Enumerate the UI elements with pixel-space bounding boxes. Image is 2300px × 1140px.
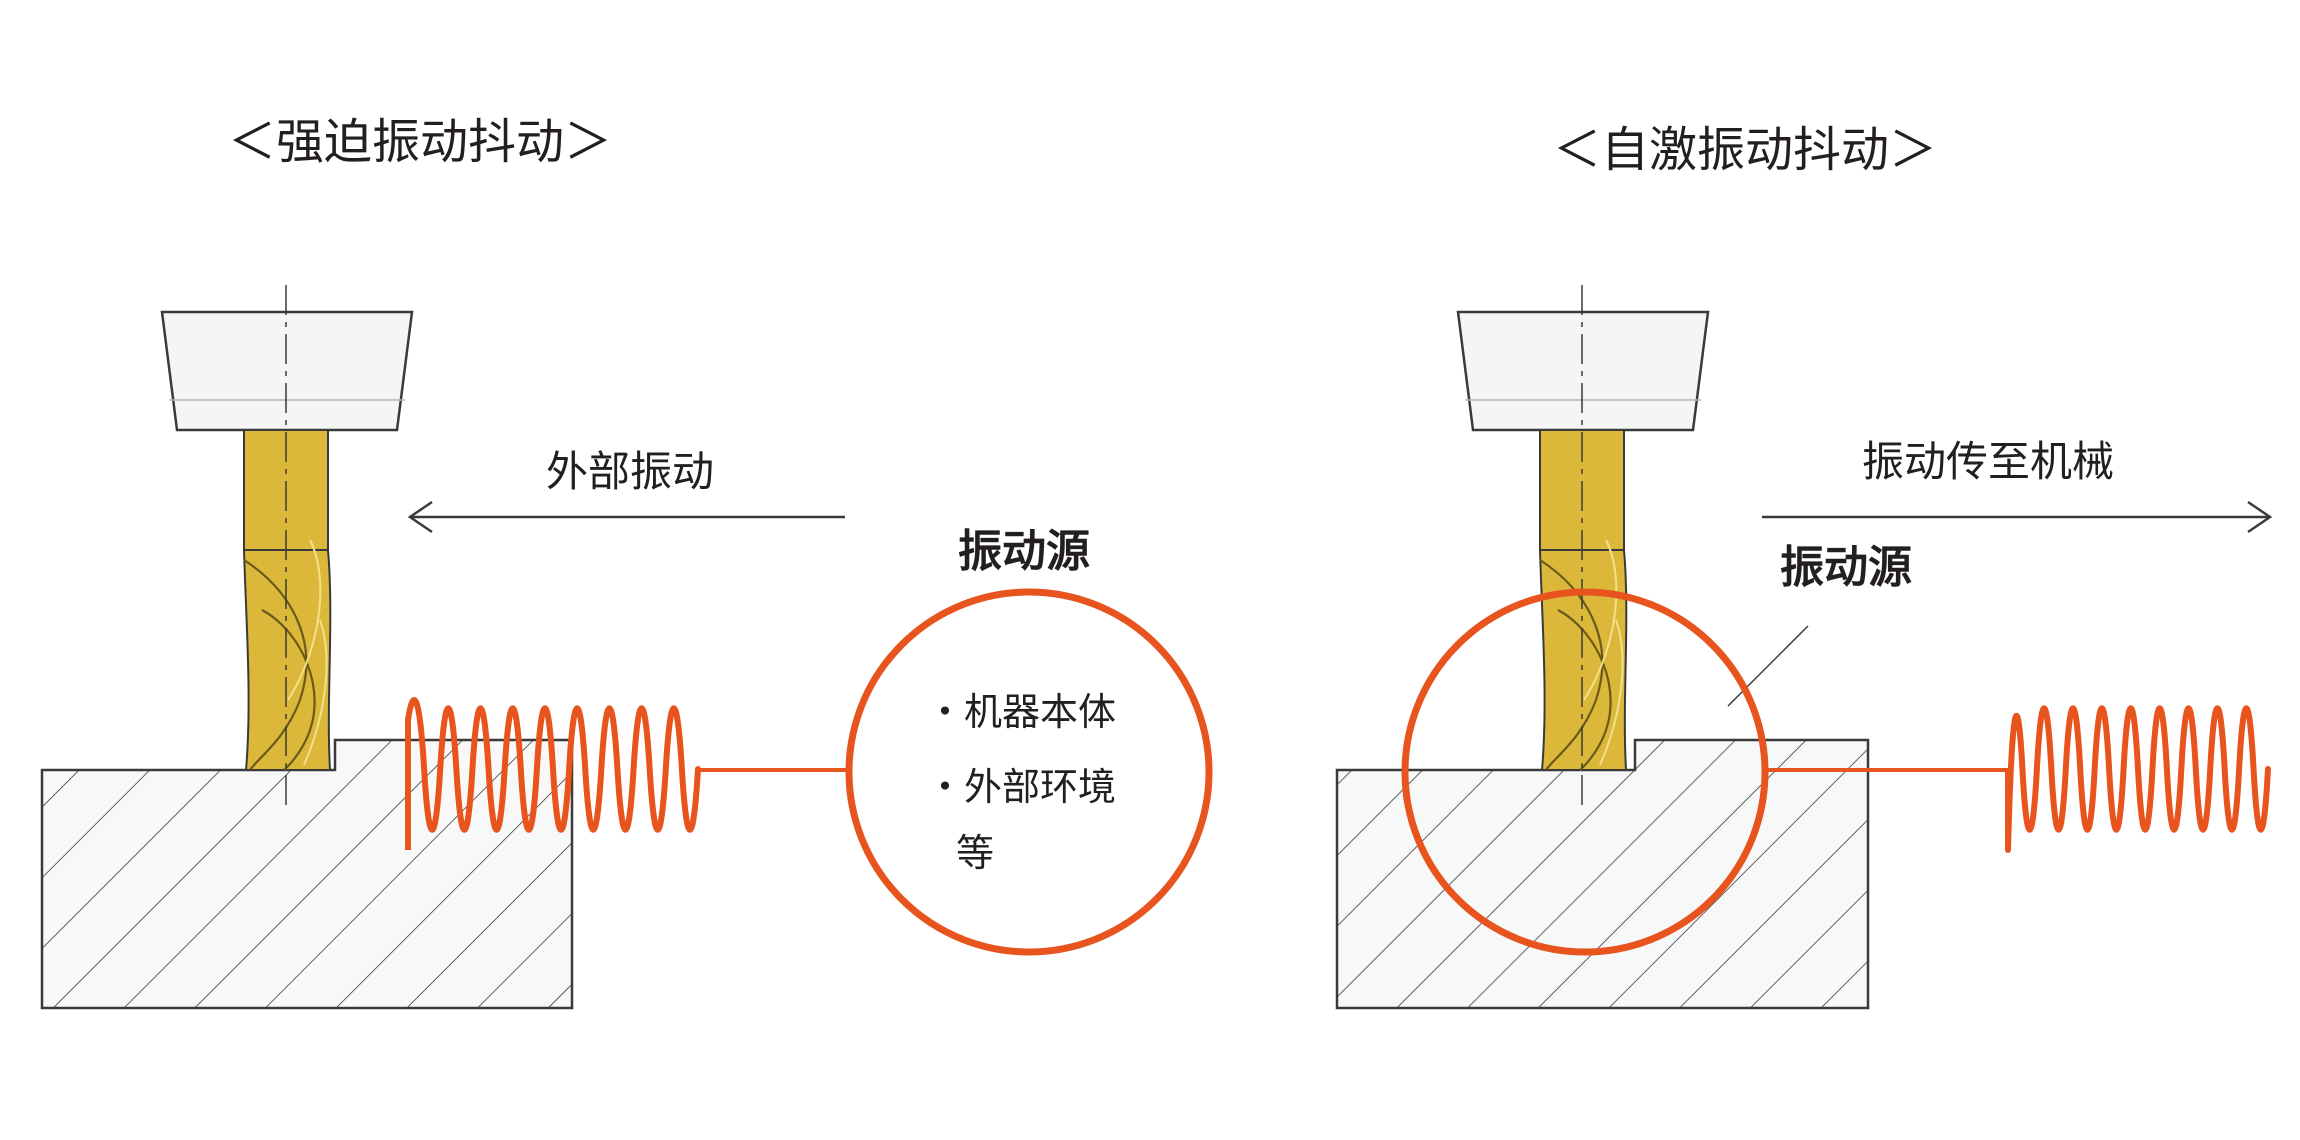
forced-vibration-panel: ＜强迫振动抖动＞ 外部振动 [40, 114, 1213, 1010]
source-item-environment: ・外部环境 [926, 765, 1116, 809]
arrow-left-icon [407, 500, 845, 534]
workpiece-right [1335, 738, 1870, 1010]
tool-holder-left [160, 310, 414, 432]
spring-left [405, 697, 701, 850]
vibration-source-circle-left [845, 588, 1213, 956]
forced-vibration-title: ＜强迫振动抖动＞ [228, 114, 612, 170]
end-mill-right [1538, 429, 1628, 771]
end-mill-left [242, 429, 332, 771]
tool-holder-right [1456, 310, 1710, 432]
spring-right [2005, 705, 2271, 853]
source-item-etc: 等 [956, 831, 994, 875]
vibration-source-label-left: 振动源 [958, 526, 1090, 577]
self-excited-vibration-title: ＜自激振动抖动＞ [1553, 122, 1937, 178]
self-excited-vibration-panel: ＜自激振动抖动＞ 振动传至机械 振动源 [1335, 122, 2273, 1010]
arrow-right-icon [1762, 500, 2273, 534]
transmitted-vibration-label: 振动传至机械 [1862, 437, 2114, 486]
source-item-machine: ・机器本体 [926, 690, 1116, 734]
source-leader-line [1727, 625, 1809, 707]
external-vibration-label: 外部振动 [546, 447, 714, 496]
vibration-source-label-right: 振动源 [1780, 542, 1912, 593]
vibration-source-circle-right [1401, 588, 1769, 956]
